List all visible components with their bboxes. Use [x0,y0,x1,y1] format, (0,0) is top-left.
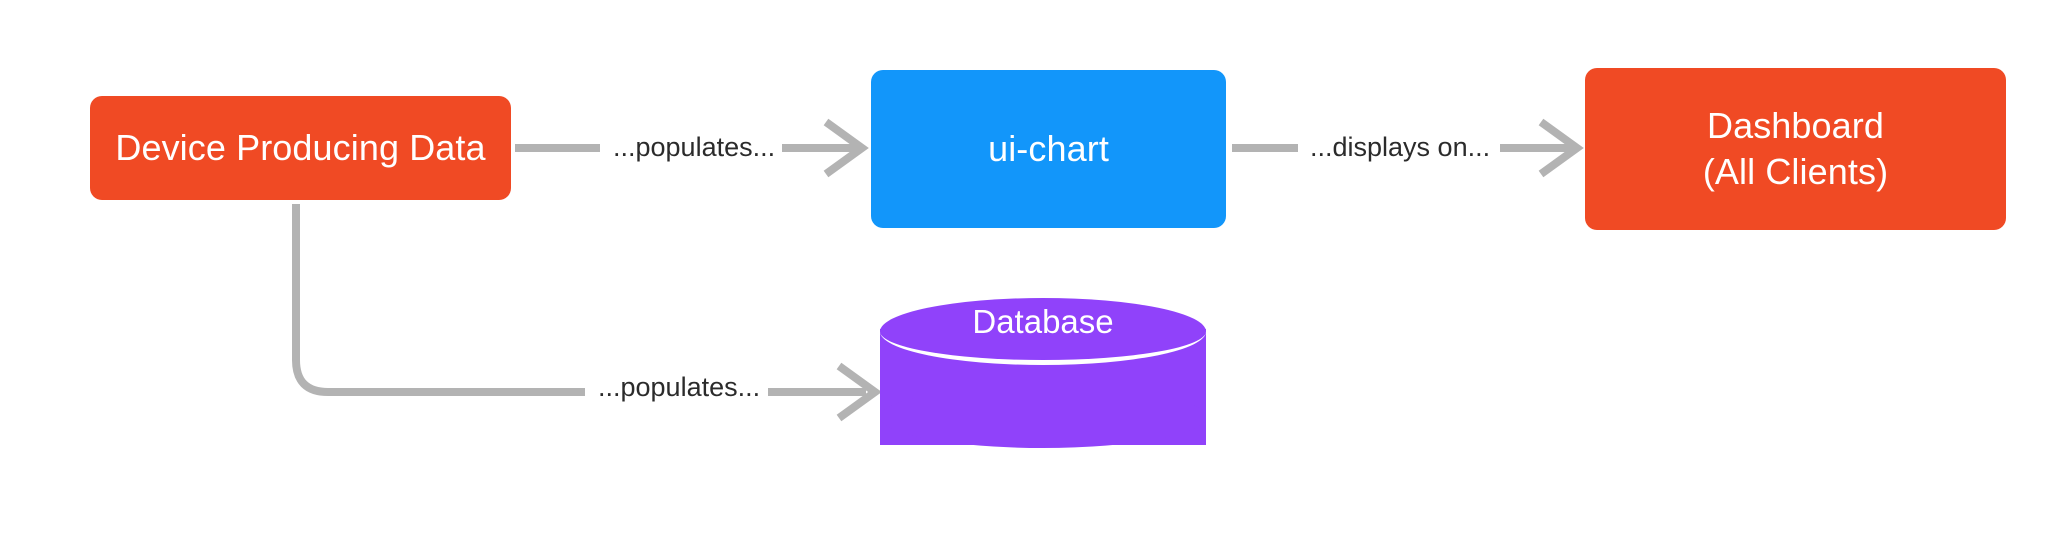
cylinder-top-cap-icon [880,298,1206,365]
edge-label-populates-ui-chart: ...populates... [613,132,776,162]
arrowhead-icon [1538,118,1584,178]
edge-label-displays-on: ...displays on... [1310,132,1491,162]
cylinder-shape: Database [880,298,1206,477]
edge-device-to-uichart [515,118,869,178]
edge-label-populates-database: ...populates... [598,372,761,402]
edge-device-to-database [292,204,882,422]
node-ui-chart[interactable]: ui-chart [871,70,1226,228]
node-dashboard-all-clients-label: Dashboard (All Clients) [1702,104,1889,192]
node-database-label: Database [972,303,1114,340]
node-ui-chart-label: ui-chart [988,127,1109,169]
arrowhead-icon [836,362,882,422]
node-database[interactable]: Database [880,298,1206,477]
node-device-producing-data-label: Device Producing Data [115,126,486,168]
node-dashboard-all-clients[interactable]: Dashboard (All Clients) [1585,68,2006,230]
arrowhead-icon [823,118,869,178]
node-device-producing-data[interactable]: Device Producing Data [90,96,511,200]
cylinder-bottom-cap-icon [880,386,1206,448]
edge-uichart-to-dashboard [1232,118,1584,178]
edge-elbow-path [292,204,585,396]
